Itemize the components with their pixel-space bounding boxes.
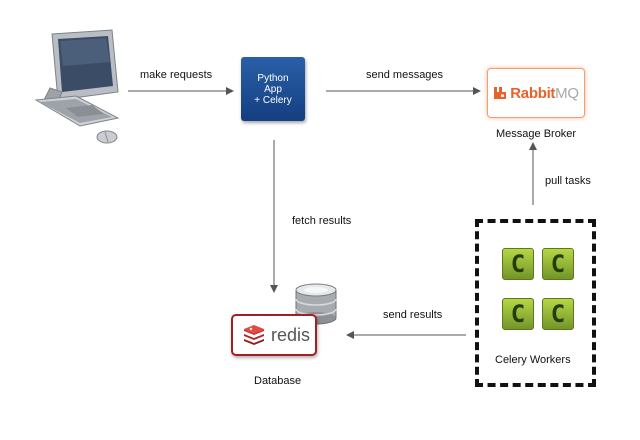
redis-wordmark: redis [271,324,311,345]
label-send-messages: send messages [366,69,444,81]
rabbitmq-logo-icon [494,87,507,99]
python-app-node: Python App + Celery [241,57,305,121]
celery-tile-letter: C [510,300,526,328]
python-app-line-3: + Celery [254,94,292,106]
celery-tile-letter: C [550,250,566,278]
label-pull-tasks: pull tasks [545,175,591,187]
celery-workers-caption: Celery Workers [495,354,571,366]
desktop-computer-icon [34,29,120,144]
celery-logo-icon: C [542,298,574,330]
redis-logo-icon [244,325,264,345]
celery-tile-letter: C [550,300,566,328]
celery-tile-letter: C [510,250,526,278]
database-caption: Database [254,375,302,387]
python-app-line-1: Python [257,72,289,84]
label-send-results: send results [383,309,443,321]
celery-logo-icon: C [502,248,534,280]
redis-node: redis [231,314,317,356]
label-make-requests: make requests [140,69,213,81]
rabbitmq-brand: Rabbit [510,84,556,102]
label-fetch-results: fetch results [292,215,352,227]
rabbitmq-wordmark: RabbitMQ [510,84,579,102]
python-app-line-2: App [264,83,282,95]
celery-logo-icon: C [542,248,574,280]
celery-workers-group: C C C C Celery Workers [475,219,596,387]
rabbitmq-node: RabbitMQ [487,68,585,118]
message-broker-caption: Message Broker [496,128,577,140]
rabbitmq-suffix: MQ [555,84,579,102]
celery-logo-icon: C [502,298,534,330]
